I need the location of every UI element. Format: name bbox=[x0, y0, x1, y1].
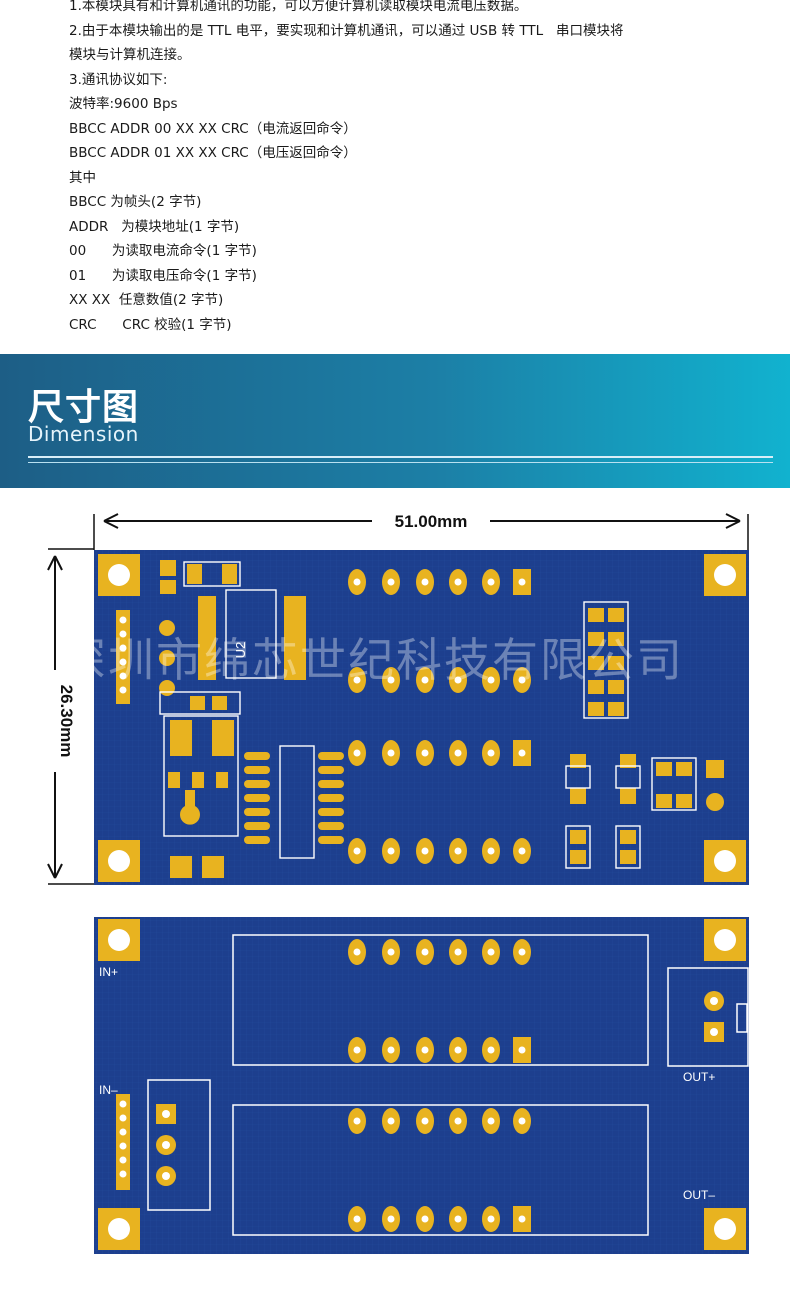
text-line: ADDR 为模块地址(1 字节) bbox=[69, 218, 240, 235]
text-line: 模块与计算机连接。 bbox=[69, 47, 191, 63]
output-connector bbox=[667, 967, 749, 1067]
out-plus-label: OUT+ bbox=[683, 1070, 715, 1084]
text-line: 01 为读取电压命令(1 字节) bbox=[69, 267, 257, 284]
chip-label: U2 bbox=[233, 642, 248, 659]
divider bbox=[28, 462, 773, 463]
side-connector bbox=[116, 1079, 211, 1211]
text-line: BBCC ADDR 00 XX XX CRC（电流返回命令） bbox=[69, 120, 357, 137]
in-minus-label: IN– bbox=[99, 1083, 118, 1097]
mounting-hole bbox=[98, 1208, 140, 1250]
divider bbox=[28, 456, 773, 458]
text-line: BBCC ADDR 01 XX XX CRC（电压返回命令） bbox=[69, 145, 357, 161]
dimension-drawing: 51.00mm 26.30mm bbox=[47, 512, 749, 1254]
text-line: BBCC 为帧头(2 字节) bbox=[69, 194, 202, 210]
section-title: 尺寸图 bbox=[28, 387, 140, 428]
smd-pads bbox=[570, 608, 724, 864]
mounting-hole bbox=[98, 554, 140, 596]
ic-footprint bbox=[244, 752, 344, 844]
height-dimension: 26.30mm bbox=[47, 548, 94, 885]
protocol-description: 1.本模块具有和计算机通讯的功能，可以方便计算机读取模块电流电压数据。 2.由于… bbox=[69, 0, 769, 337]
mounting-hole bbox=[704, 919, 746, 961]
text-line: 2.由于本模块输出的是 TTL 电平，要实现和计算机通讯，可以通过 USB 转 … bbox=[69, 22, 624, 39]
text-line: 其中 bbox=[69, 169, 96, 186]
mounting-hole bbox=[704, 554, 746, 596]
text-line: 波特率:9600 Bps bbox=[69, 96, 178, 112]
watermark: 深圳市绵芯世纪科技有限公司 bbox=[60, 633, 684, 687]
pcb-bottom-view: IN+ IN– OUT+ OUT– bbox=[94, 917, 749, 1254]
text-line: 00 为读取电流命令(1 字节) bbox=[69, 243, 257, 259]
smd-pads bbox=[160, 560, 306, 878]
text-line: 1.本模块具有和计算机通讯的功能，可以方便计算机读取模块电流电压数据。 bbox=[69, 0, 528, 14]
text-line: 3.通讯协议如下: bbox=[69, 71, 168, 88]
mounting-hole bbox=[98, 919, 140, 961]
mounting-hole bbox=[704, 1208, 746, 1250]
mounting-hole bbox=[98, 840, 140, 882]
text-line: XX XX 任意数值(2 字节) bbox=[69, 292, 224, 308]
section-subtitle: Dimension bbox=[28, 422, 139, 446]
width-dimension: 51.00mm bbox=[93, 512, 749, 550]
pcb-top-view: U2 bbox=[94, 550, 749, 885]
mounting-hole bbox=[704, 840, 746, 882]
in-plus-label: IN+ bbox=[99, 965, 118, 979]
out-minus-label: OUT– bbox=[683, 1188, 715, 1202]
text-line: CRC CRC 校验(1 字节) bbox=[69, 316, 232, 333]
section-banner: 尺寸图 Dimension bbox=[0, 354, 790, 488]
height-label: 26.30mm bbox=[57, 685, 76, 758]
width-label: 51.00mm bbox=[395, 512, 468, 531]
